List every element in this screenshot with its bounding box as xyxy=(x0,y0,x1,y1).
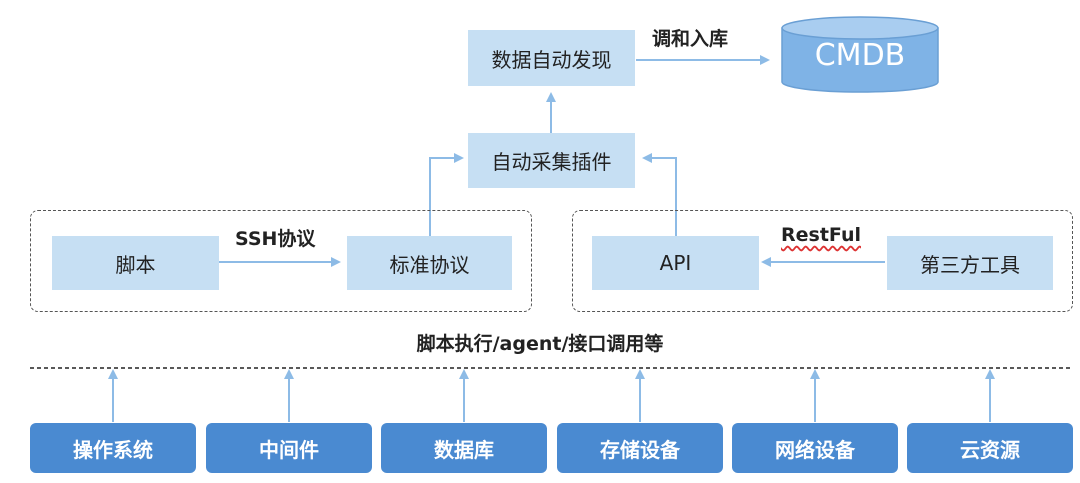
source-storage-device: 存储设备 xyxy=(557,423,723,473)
node-script: 脚本 xyxy=(52,236,219,290)
node-discovery: 数据自动发现 xyxy=(468,30,635,86)
group-api-thirdparty xyxy=(572,210,1073,312)
label-reconcile: 调和入库 xyxy=(652,28,729,50)
node-plugin: 自动采集插件 xyxy=(468,133,635,188)
label-restful: RestFul xyxy=(781,224,861,246)
node-api: API xyxy=(592,236,759,290)
group-script-protocol xyxy=(30,210,532,312)
label-ssh-protocol: SSH协议 xyxy=(235,228,316,250)
node-standard-protocol: 标准协议 xyxy=(347,236,512,290)
node-third-party-tool: 第三方工具 xyxy=(887,236,1053,290)
source-cloud-resource: 云资源 xyxy=(907,423,1073,473)
source-database: 数据库 xyxy=(381,423,547,473)
source-os: 操作系统 xyxy=(30,423,196,473)
cmdb-database-icon xyxy=(781,16,939,93)
cmdb-label: CMDB xyxy=(814,38,906,73)
source-middleware: 中间件 xyxy=(206,423,372,473)
label-divider-caption: 脚本执行/agent/接口调用等 xyxy=(416,333,664,355)
source-network-device: 网络设备 xyxy=(732,423,898,473)
